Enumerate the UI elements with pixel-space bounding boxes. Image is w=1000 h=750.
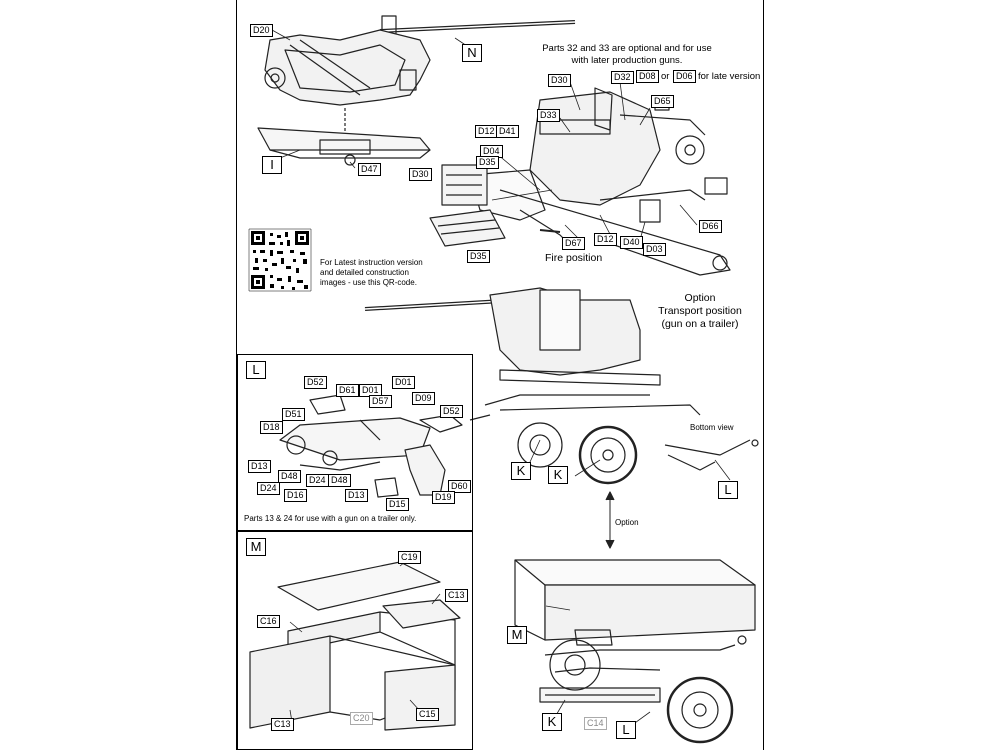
part-label: D60 [448,480,471,493]
gun-assembly-top [257,15,576,166]
part-label: D15 [386,498,409,511]
part-label: D13 [248,460,271,473]
late-version-or: or [661,71,670,82]
section-label-m-panel: M [246,538,266,556]
part-label: D47 [358,163,381,176]
trailer-parts-note: Parts 13 & 24 for use with a gun on a tr… [244,514,417,523]
part-label: D06 [673,70,696,83]
part-label: D40 [620,236,643,249]
part-label: D52 [304,376,327,389]
transport-position-caption: Option Transport position (gun on a trai… [645,292,755,331]
leader-lines [271,29,731,726]
section-label-k-trailer: K [542,713,562,731]
qr-line-3: images - use this QR-code. [320,278,417,287]
section-label-l-panel: L [246,361,266,379]
section-label-l-trailer: L [616,721,636,739]
panel-m-box [249,561,461,731]
panel-l-parts [279,394,463,498]
part-label: D20 [250,24,273,37]
part-label: D41 [496,125,519,138]
qr-code [248,228,312,292]
part-label: D65 [651,95,674,108]
part-label: C13 [445,589,468,602]
part-label: D09 [412,392,435,405]
part-label: D32 [611,71,634,84]
part-label: D24 [257,482,280,495]
part-label: D08 [636,70,659,83]
part-label: D19 [432,491,455,504]
part-label: D03 [643,243,666,256]
part-label: D67 [562,237,585,250]
part-label: C15 [416,708,439,721]
part-label: D24 [306,474,329,487]
fire-position-caption: Fire position [545,252,603,264]
part-label: D35 [476,156,499,169]
transport-line-1: Option [684,292,716,304]
section-label-k-1: K [511,462,531,480]
part-label: D01 [392,376,415,389]
qr-instructions: For Latest instruction version and detai… [320,258,423,288]
section-label-k-2: K [548,466,568,484]
late-version-note: for late version [698,71,761,82]
qr-line-1: For Latest instruction version [320,258,423,267]
part-label: D66 [699,220,722,233]
part-label: D13 [345,489,368,502]
option-arrow-caption: Option [615,518,639,527]
part-label: D48 [278,470,301,483]
section-label-m-box: M [507,626,527,644]
optional-parts-line-1: Parts 32 and 33 are optional and for use [542,43,712,54]
part-label: D61 [336,384,359,397]
part-label: D12 [594,233,617,246]
optional-parts-line-2: with later production guns. [571,55,683,66]
part-label: D51 [282,408,305,421]
part-label: D57 [369,395,392,408]
part-label: D30 [548,74,571,87]
part-label: D33 [537,109,560,122]
part-label: D18 [260,421,283,434]
part-label: D12 [475,125,498,138]
gun-transport-position [364,287,759,549]
section-label-i: I [262,156,282,174]
optional-parts-note: Parts 32 and 33 are optional and for use… [527,43,727,67]
section-label-l-bottom: L [718,481,738,499]
part-label: D48 [328,474,351,487]
bottom-view-caption: Bottom view [690,423,734,432]
section-label-n: N [462,44,482,62]
part-label: D52 [440,405,463,418]
part-label: D16 [284,489,307,502]
part-label: D35 [467,250,490,263]
part-label: C14 [584,717,607,730]
transport-line-2: Transport position [658,305,742,317]
panel-l [237,354,473,531]
part-label: D30 [409,168,432,181]
part-label: C19 [398,551,421,564]
part-label: C16 [257,615,280,628]
part-label: C20 [350,712,373,725]
part-label: C13 [271,718,294,731]
qr-line-2: and detailed construction [320,268,409,277]
transport-line-3: (gun on a trailer) [661,318,739,330]
trailer-with-box [514,559,756,744]
